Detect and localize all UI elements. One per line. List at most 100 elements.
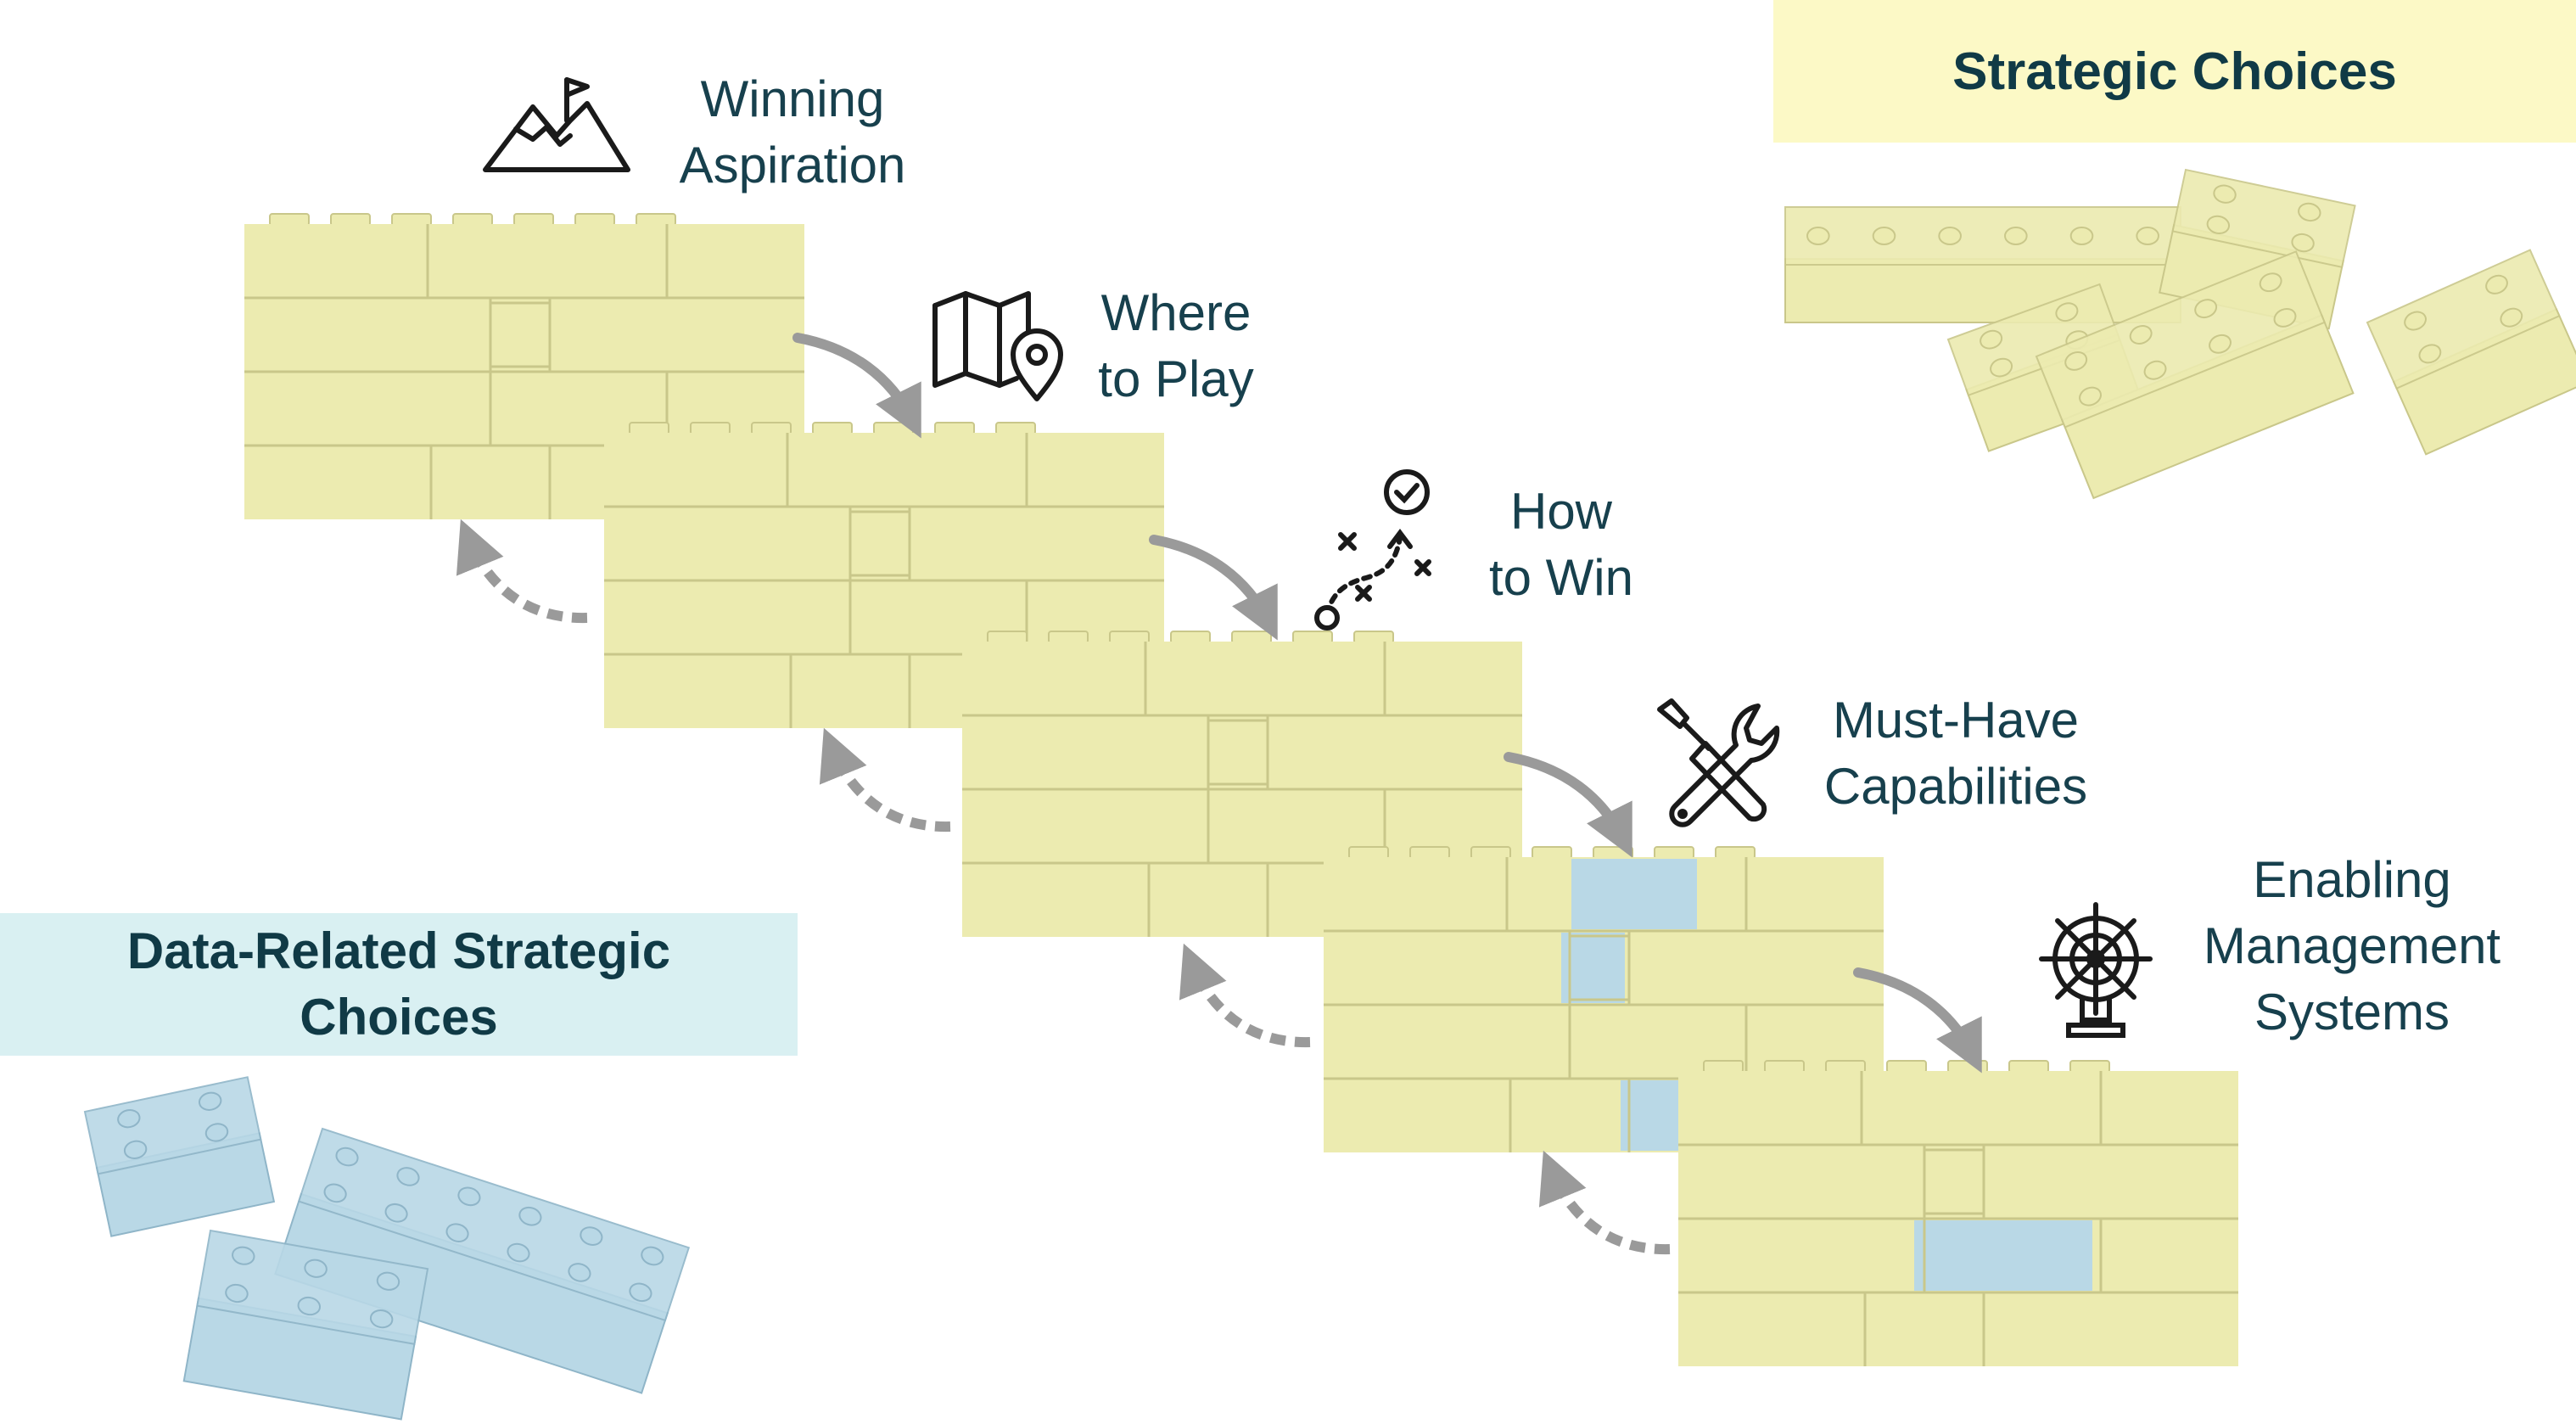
brick-stud [452,213,493,227]
brick-stud [1825,1060,1866,1074]
brick-top [1784,206,2181,266]
brick-stud [2008,1060,2049,1074]
mountain-flag-icon [483,77,630,172]
step-label-how-to-win: How to Win [1466,479,1656,611]
step-label-line: Enabling [2253,851,2451,908]
feedback-arrow [1538,1150,1671,1255]
feedback-arrow [456,519,588,624]
small-brick [1207,719,1269,786]
step-label-line: to Win [1488,549,1634,606]
brick-stud [1703,1060,1744,1074]
brick-stud [2069,227,2094,245]
step-label-line: How [1509,483,1613,540]
brick-stud [1532,846,1572,860]
brick-stud [198,1091,222,1111]
brick-stud [636,213,676,227]
brick-stud [690,422,731,435]
brick-stud [2273,307,2297,328]
brick-stud [568,1263,591,1282]
brick-stud [641,1246,664,1266]
step-label-must-have-capabilities: Must-Have Capabilities [1802,687,2109,820]
brick-stud [1292,631,1333,644]
brick-stud [751,422,792,435]
step-label-line: Aspiration [679,137,906,193]
map-pin-icon [932,291,1063,401]
brick-stud [2206,215,2231,235]
forward-arrow [792,333,921,439]
brick-stud [2194,299,2218,319]
brick-stud [1109,631,1150,644]
brick-stud [232,1246,255,1265]
brick-stud [1409,846,1450,860]
brick-stud [2209,334,2232,354]
step-label-line: Winning [700,70,885,127]
brick-stud [391,213,432,227]
brick-stud [369,1309,394,1329]
brick-stud [1048,631,1089,644]
strategy-play-icon [1314,469,1431,631]
brick-stud [204,1123,229,1142]
brick-stud [629,422,669,435]
brick-stud [2213,184,2237,204]
brick-stud [2004,227,2028,245]
brick-stud [1980,329,2003,350]
brick-stud [1353,631,1394,644]
brick-wall [1678,1060,2238,1366]
brick-stud [1654,846,1694,860]
brick-stud [2055,302,2079,322]
brick-stud [518,1206,542,1226]
brick-stud [2079,386,2102,406]
loose-bricks [83,168,2576,1421]
feedback-arrow [1179,943,1311,1048]
loose-brick [83,1076,276,1237]
brick-stud [1593,846,1633,860]
brick-stud [376,1271,400,1291]
brick-staircase [244,213,2238,1366]
brick-stud [2418,344,2442,364]
brick-stud [2259,272,2282,293]
brick-stud [2143,360,2167,380]
forward-arrow [1149,535,1278,641]
data-brick [1561,933,1625,1003]
step-label-line: Systems [2254,984,2450,1040]
loose-brick [2035,250,2355,500]
data-related-choices-label-line: Data-Related Strategic [126,922,671,979]
ship-wheel-icon [2039,902,2153,1038]
brick-stud [1348,846,1389,860]
brick-stud [269,213,310,227]
forward-arrow [1504,752,1632,858]
brick-stud [995,422,1036,435]
strategic-choices-label: Strategic Choices [1952,42,2397,101]
brick-stud [1990,357,2013,378]
brick-stud [396,1167,420,1186]
brick-stud [445,1223,469,1242]
brick-stud [335,1146,359,1167]
small-brick [489,301,552,368]
strategic-choices-legend: Strategic Choices [1773,0,2576,143]
brick-stud [987,631,1028,644]
small-brick [1568,934,1631,1001]
forward-arrow [1853,967,1982,1074]
brick-stud [513,213,554,227]
brick-stud [1947,1060,1988,1074]
brick-stud [2129,325,2153,345]
brick-stud [323,1183,347,1203]
brick-stud [1938,227,1962,245]
brick-stud [2069,1060,2110,1074]
step-label-line: Management [2203,917,2501,974]
small-brick [1923,1148,1985,1215]
brick-stud [225,1283,249,1303]
brick-stud [812,422,853,435]
brick-stud [457,1186,481,1207]
brick-stud [1231,631,1272,644]
data-related-choices-label-line: Choices [300,989,498,1046]
brick-stud [2136,227,2159,245]
small-brick [848,510,911,577]
brick-stud [304,1259,328,1278]
loose-brick [2366,249,2576,456]
brick-stud [384,1203,408,1223]
step-label-winning-aspiration: Winning Aspiration [660,66,925,199]
forward-arrows [792,333,1982,1074]
brick-stud [123,1140,148,1159]
